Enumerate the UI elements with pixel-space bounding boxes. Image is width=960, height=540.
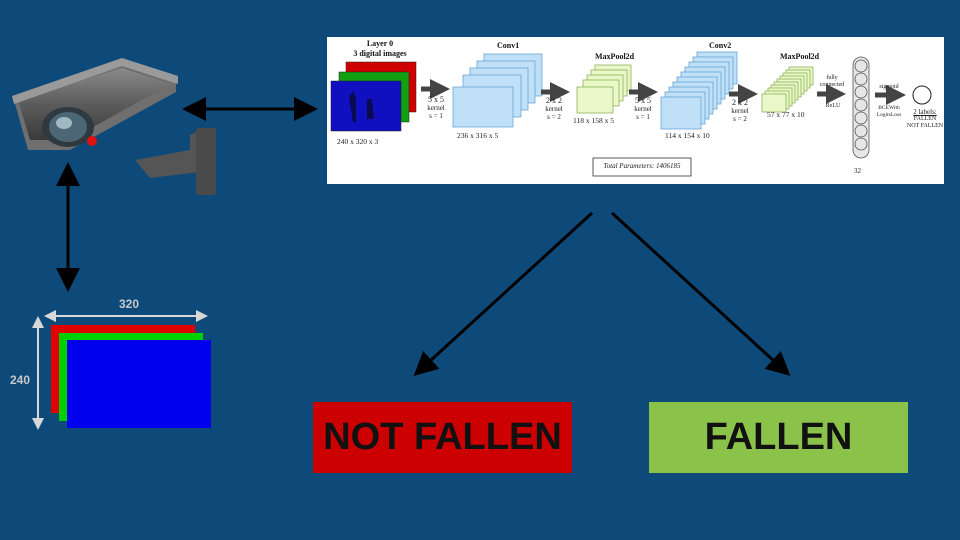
height-label: 240 xyxy=(10,373,31,387)
conv2-title: Conv2 xyxy=(709,41,732,50)
pool1-title: MaxPool2d xyxy=(595,52,635,61)
sigmoid-label: sigmoid xyxy=(879,84,899,90)
labels-title: 2 labels: xyxy=(913,108,937,116)
kernel2-stride: s = 2 xyxy=(547,113,561,121)
arrow-to-fallen xyxy=(610,211,791,377)
loss-line1: BCEWith xyxy=(878,105,900,111)
kernel3-size: 5 x 5 xyxy=(635,96,651,105)
not-fallen-label: NOT FALLEN xyxy=(323,416,562,458)
fc-size: 32 xyxy=(854,167,861,175)
kernel2-size: 2 x 2 xyxy=(546,96,562,105)
pool1-dims: 118 x 158 x 5 xyxy=(573,116,614,125)
input-dims: 240 x 320 x 3 xyxy=(337,137,379,146)
kernel2-word: kernel xyxy=(545,105,563,113)
kernel1-label: 5 x 5 kernel s = 1 xyxy=(423,95,449,121)
kernel4-stride: s = 2 xyxy=(733,115,747,123)
kernel1-word: kernel xyxy=(427,104,445,112)
pool2-dims: 57 x 77 x 10 xyxy=(767,110,805,119)
kernel2-label: 2 x 2 kernel s = 2 xyxy=(541,96,567,122)
fc-layer xyxy=(852,56,870,159)
arrow-to-not-fallen xyxy=(413,211,594,377)
not-fallen-box: NOT FALLEN xyxy=(313,402,572,473)
input-images xyxy=(330,61,417,132)
kernel1-size: 5 x 5 xyxy=(428,95,444,104)
kernel4-word: kernel xyxy=(731,107,749,115)
label-not-fallen: NOT FALLEN xyxy=(906,123,944,129)
kernel4-size: 2 x 2 xyxy=(732,98,748,107)
kernel1-stride: s = 1 xyxy=(429,112,443,120)
cnn-architecture-panel: Layer 0 3 digital images 240 x 320 x 3 5… xyxy=(327,37,944,184)
total-params-box xyxy=(592,157,692,177)
conv1-dims: 236 x 316 x 5 xyxy=(457,131,499,140)
conv2-stack xyxy=(660,51,738,130)
fallen-label: FALLEN xyxy=(704,416,853,458)
fc-label-line2: connected xyxy=(819,82,845,88)
layer0-subtitle: 3 digital images xyxy=(353,49,407,58)
label-fallen: FALLEN xyxy=(913,116,937,122)
relu-label: ReLU xyxy=(825,103,841,109)
conv1-title: Conv1 xyxy=(497,41,520,50)
loss-line2: LogitsLoss xyxy=(876,111,902,118)
rgb-frames xyxy=(51,325,211,428)
pool1-stack xyxy=(576,64,632,114)
output-neuron xyxy=(912,85,932,105)
layer0-title-text: Layer 0 xyxy=(366,39,394,48)
kernel3-label: 5 x 5 kernel s = 1 xyxy=(630,96,656,122)
fallen-box: FALLEN xyxy=(649,402,908,473)
kernel3-word: kernel xyxy=(634,105,652,113)
security-camera-icon xyxy=(12,58,216,195)
fc-label: fully connected xyxy=(815,75,849,89)
conv1-stack xyxy=(452,53,543,128)
width-label: 320 xyxy=(119,297,140,311)
cnn-diagram xyxy=(330,51,932,177)
layer0-title: Layer 0 3 digital images xyxy=(343,39,417,59)
pool2-title: MaxPool2d xyxy=(780,52,820,61)
blue-frame xyxy=(67,340,211,428)
kernel4-label: 2 x 2 kernel s = 2 xyxy=(727,98,753,124)
total-params: Total Parameters: 1406185 xyxy=(603,162,681,170)
conv2-dims: 114 x 154 x 10 xyxy=(665,131,710,140)
output-labels: 2 labels: FALLEN NOT FALLEN xyxy=(905,109,945,130)
loss-label: BCEWith LogitsLoss xyxy=(870,105,908,118)
pool2-stack xyxy=(761,66,814,113)
fc-label-line1: fully xyxy=(826,75,838,81)
kernel3-stride: s = 1 xyxy=(636,113,650,121)
